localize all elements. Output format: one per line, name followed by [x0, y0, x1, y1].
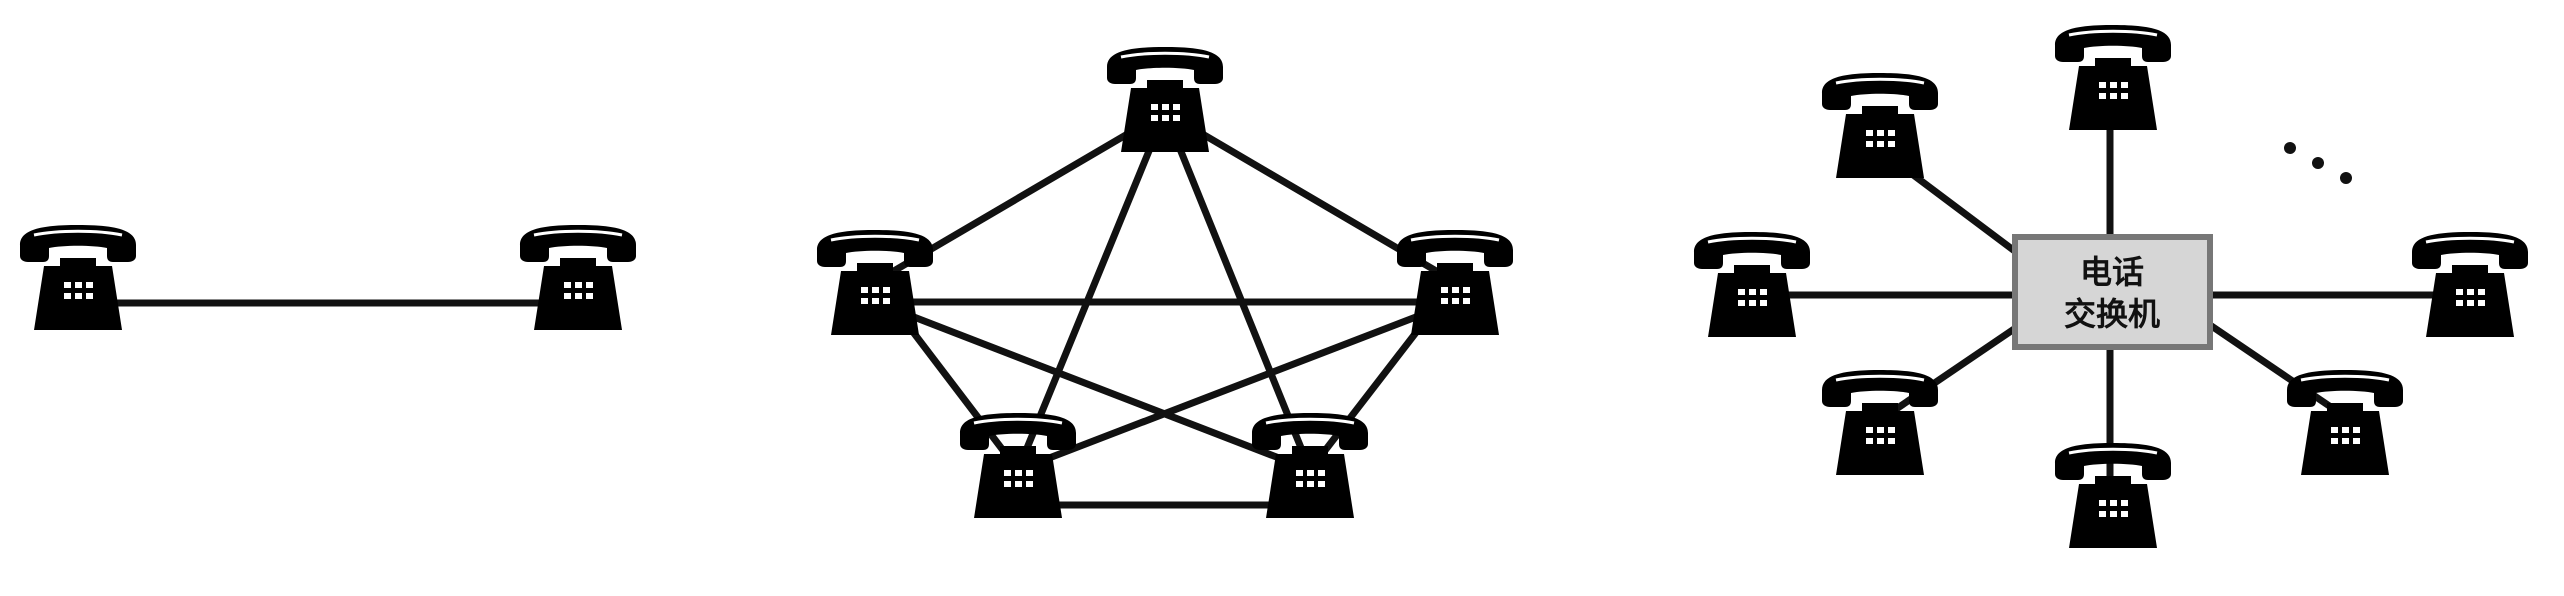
- link-line: [1014, 110, 1169, 472]
- panel-full-mesh-phones: [815, 45, 1515, 520]
- telephone-icon: [1395, 228, 1515, 337]
- panel-full-mesh: [872, 108, 1458, 509]
- switch-label-line1: 电话: [2080, 253, 2144, 291]
- telephone-icon: [18, 223, 138, 332]
- ellipsis-icon: [2284, 142, 2352, 184]
- telephone-icon: [518, 223, 638, 332]
- telephone-icon: [1820, 368, 1940, 477]
- panel-direct-connection: [18, 223, 638, 332]
- telephone-icon: [958, 411, 1078, 520]
- telephone-icon: [2053, 441, 2173, 550]
- link-line: [873, 298, 1312, 474]
- telephone-icon: [2410, 230, 2530, 339]
- telephone-icon: [1692, 230, 1812, 339]
- telephone-switch-box: 电话 交换机: [2012, 234, 2213, 350]
- switch-label-line2: 交换机: [2064, 295, 2160, 333]
- link-line: [1016, 298, 1457, 474]
- link-line: [1161, 110, 1314, 472]
- telephone-icon: [1105, 45, 1225, 154]
- telephone-icon: [1820, 71, 1940, 180]
- link-line: [2208, 322, 2352, 423]
- telephone-icon: [2053, 23, 2173, 132]
- telephone-icon: [2285, 368, 2405, 477]
- telephone-icon: [815, 228, 935, 337]
- telephone-icon: [1250, 411, 1370, 520]
- link-line: [1878, 322, 2022, 423]
